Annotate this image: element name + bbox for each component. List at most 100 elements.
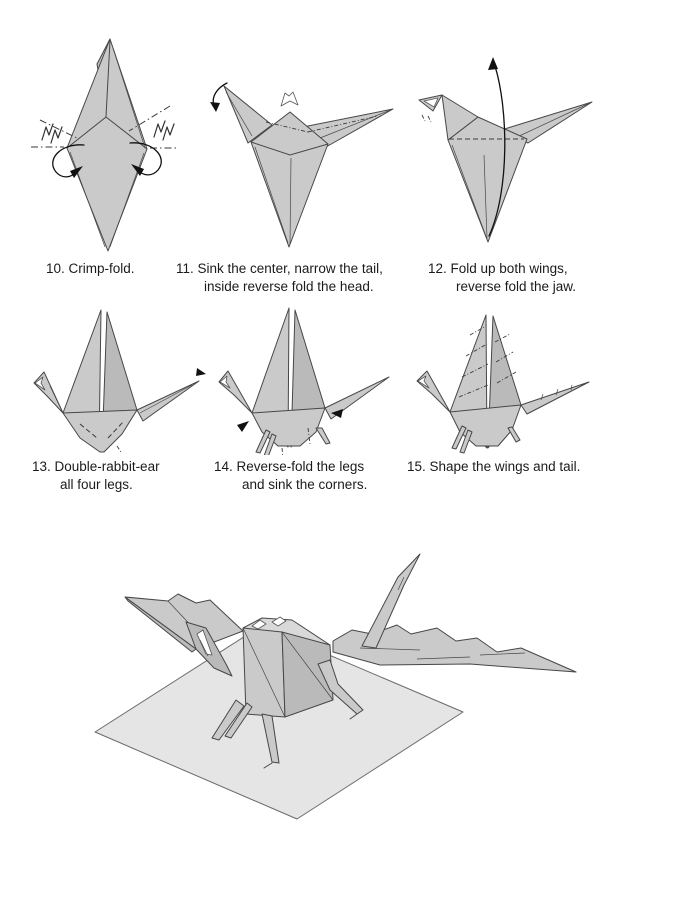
tail-fold-line	[307, 115, 379, 133]
caption-line: reverse fold the jaw.	[456, 279, 577, 294]
wrap-arrow-icon	[52, 144, 85, 178]
step-12-caption: 12. Fold up both wings, reverse fold the…	[428, 260, 576, 296]
center-crease	[483, 154, 488, 239]
tail-pleat-mark	[540, 393, 544, 401]
front-leg	[224, 702, 253, 739]
crimp-fold-model	[66, 38, 148, 252]
body-kite	[447, 116, 528, 243]
flap-edges	[66, 116, 148, 150]
tail-pleat-mark	[570, 384, 573, 391]
caption-line: 13. Double-rabbit-ear	[32, 459, 160, 474]
open-jaw	[219, 375, 231, 389]
body-crease	[281, 631, 334, 701]
front-leg	[255, 429, 271, 454]
crimp-zigzag-icon	[41, 123, 63, 144]
jaw-fold-mark	[427, 115, 432, 123]
step-13-caption: 13. Double-rabbit-ear all four legs.	[32, 458, 160, 494]
back-pleat	[251, 619, 267, 630]
neck	[441, 94, 479, 141]
raised-wing-tip	[361, 553, 421, 649]
dragon-model	[416, 314, 590, 454]
hind-leg	[507, 426, 521, 443]
tail-layer-edge	[514, 101, 593, 139]
step-14-caption: 14. Reverse-fold the legs and sink the c…	[214, 458, 367, 494]
caption-line: 12. Fold up both wings,	[428, 261, 568, 276]
foot	[349, 713, 358, 720]
head	[218, 370, 253, 414]
push-arrowhead-icon	[331, 409, 343, 418]
wing-shaping-fold-lines	[458, 325, 517, 398]
head	[416, 370, 451, 413]
wrap-arrow-icon	[129, 142, 162, 176]
wing-underside	[124, 596, 197, 653]
front-leg	[451, 425, 467, 450]
open-jaw	[196, 629, 213, 656]
layer-edge	[451, 144, 488, 240]
layer-edge	[254, 146, 289, 244]
tail-point	[324, 376, 390, 420]
step-15-caption: 15. Shape the wings and tail.	[407, 458, 580, 476]
crimp-zigzag-icon	[153, 120, 175, 141]
caption-line: 11. Sink the center, narrow the tail,	[176, 261, 383, 276]
step-11-diagram	[210, 82, 394, 248]
neck-edge	[49, 385, 64, 414]
caption-line: 14. Reverse-fold the legs	[214, 459, 365, 474]
caption-line: all four legs.	[60, 477, 133, 492]
bird-model	[418, 94, 593, 243]
step-14-diagram	[196, 307, 390, 455]
sink-fold-line	[265, 121, 309, 133]
body-kite	[250, 111, 329, 248]
wing-fold	[397, 576, 405, 591]
hind-leg	[317, 659, 364, 715]
tail-layer-edge	[139, 384, 193, 414]
fold-mark	[281, 447, 284, 455]
head-point	[223, 85, 273, 144]
step-10-caption: 10. Crimp-fold.	[46, 260, 135, 278]
center-slit	[289, 157, 292, 245]
paper-mat	[94, 625, 464, 820]
tail-fold	[479, 652, 526, 656]
rabbit-ear-fold-line	[107, 420, 125, 439]
bird-base-model	[223, 85, 394, 248]
crane-model	[33, 309, 200, 453]
fold-line	[128, 105, 171, 132]
head-layer-edge	[225, 91, 253, 137]
tail-fold	[359, 647, 421, 651]
back-pleat	[271, 616, 287, 627]
fold-mark	[116, 445, 122, 453]
crimp-fold-marks	[31, 105, 178, 178]
tail-point	[136, 380, 200, 422]
tail-layer-edge	[314, 108, 394, 141]
head	[33, 371, 64, 414]
layer-edge	[69, 151, 106, 248]
middle-leg	[261, 713, 280, 764]
step-11-caption: 11. Sink the center, narrow the tail, in…	[176, 260, 383, 296]
finished-dragon	[124, 553, 577, 769]
step-10-diagram	[31, 38, 178, 252]
fold-mark	[307, 427, 311, 445]
body-bottom	[62, 409, 138, 453]
tail-point	[520, 381, 590, 415]
sink-push-arrow-icon	[280, 91, 299, 107]
push-arrowhead-icon	[237, 421, 249, 432]
hind-leg	[315, 427, 331, 445]
tail-pleat-mark	[555, 388, 559, 396]
body-crease	[242, 627, 286, 718]
caption-line: 15. Shape the wings and tail.	[407, 459, 581, 474]
reverse-fold-arrow-icon	[210, 82, 228, 112]
finished-dragon-illustration	[94, 553, 577, 820]
shoulder-crease	[250, 141, 329, 156]
jaw-fold-mark	[421, 114, 426, 122]
center-crease	[105, 40, 111, 118]
front-leg	[459, 429, 473, 454]
fold-up-arrow-icon	[488, 57, 506, 237]
push-arrowhead-icon	[196, 368, 206, 376]
open-jaw	[423, 97, 439, 108]
tail-fold	[416, 656, 471, 660]
open-jaw	[34, 376, 46, 391]
foot	[263, 762, 273, 769]
step-15-diagram	[416, 314, 590, 454]
jaw-edge	[199, 639, 209, 657]
caption-line: 10. Crimp-fold.	[46, 261, 135, 276]
